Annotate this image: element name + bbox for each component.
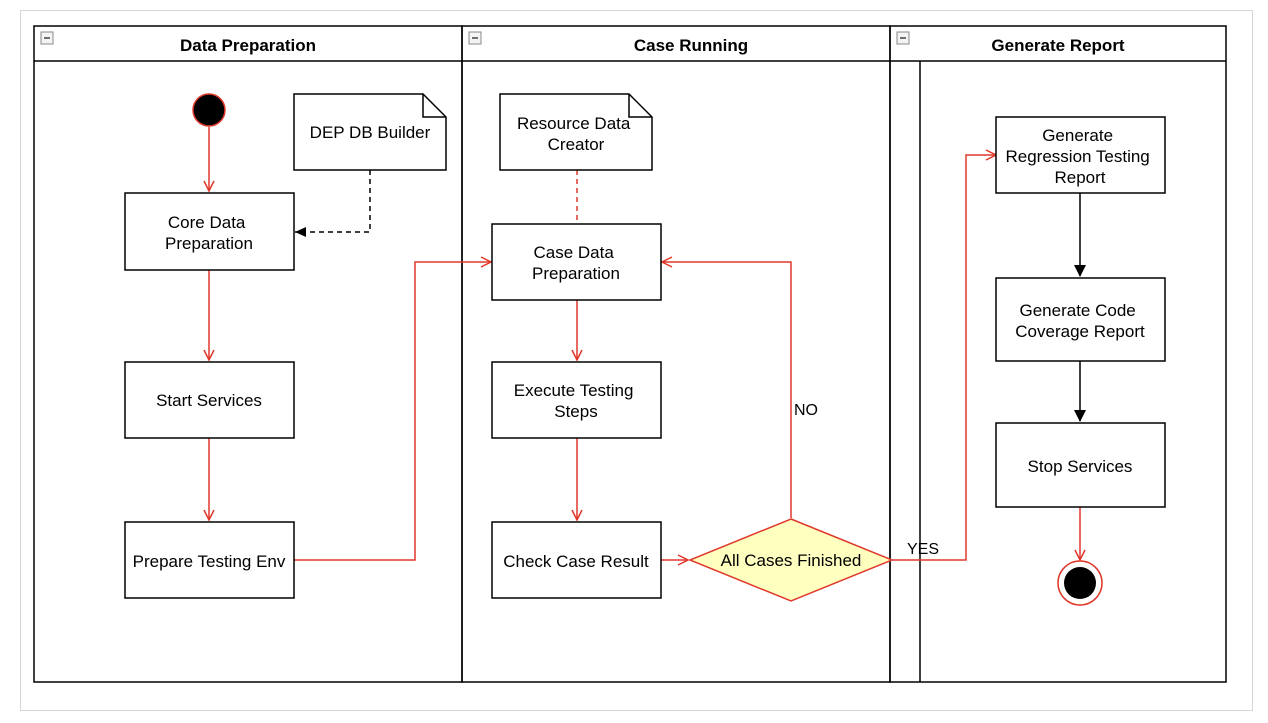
node-generate-regression-report[interactable]: Generate Regression Testing Report xyxy=(995,116,1166,194)
node-check-case-result[interactable]: Check Case Result xyxy=(491,521,662,599)
node-label: Check Case Result xyxy=(503,552,649,571)
edge-decision-no-to-case-data[interactable] xyxy=(662,262,792,518)
svg-text:Resource Data Creator: Resource Data Creator xyxy=(517,114,635,154)
svg-text:Check Case Result: Check Case Result xyxy=(503,552,649,571)
edge-label-yes: YES xyxy=(907,541,939,558)
node-label: DEP DB Builder xyxy=(310,123,431,142)
node-label: Generate Code xyxy=(1020,301,1136,320)
node-label: Regression Testing xyxy=(1005,147,1149,166)
svg-text:Generate Regression Test: Generate Regression Testing Report xyxy=(1005,126,1154,187)
svg-text:Stop Services: Stop Services xyxy=(1028,457,1133,476)
node-label: Resource Data xyxy=(517,114,631,133)
node-label: Execute Testing xyxy=(514,381,634,400)
collapse-icon[interactable] xyxy=(468,31,482,45)
node-label: Report xyxy=(1054,168,1105,187)
decision-all-cases-finished[interactable]: All Cases Finished xyxy=(688,518,894,602)
start-node[interactable] xyxy=(192,93,226,127)
svg-text:Execute Testing Steps: Execute Testing Steps xyxy=(514,381,638,421)
node-label: All Cases Finished xyxy=(721,551,862,570)
node-label: Coverage Report xyxy=(1015,322,1145,341)
edge-prepare-env-to-case-data[interactable] xyxy=(294,262,491,561)
node-core-data-preparation[interactable]: Core Data Preparation xyxy=(124,192,295,271)
svg-text:Core Data Preparation: Core Data Preparation xyxy=(165,213,253,253)
node-start-services[interactable]: Start Services xyxy=(124,361,295,439)
svg-text:Start Services: Start Services xyxy=(156,391,262,410)
note-resource-data-creator[interactable]: Resource Data Creator xyxy=(499,93,653,171)
collapse-icon[interactable] xyxy=(896,31,910,45)
node-label: Core Data xyxy=(168,213,246,232)
node-label: Generate xyxy=(1042,126,1113,145)
node-label: Case Data xyxy=(533,243,614,262)
node-label: Stop Services xyxy=(1028,457,1133,476)
node-label: Steps xyxy=(554,402,597,421)
svg-text:All Cases Finished: All Cases Finished xyxy=(721,551,862,570)
edge-label-no: NO xyxy=(794,402,818,419)
svg-text:Generate Code Coverage R: Generate Code Coverage Report xyxy=(1015,301,1145,341)
edge-decision-yes-to-regression-report[interactable] xyxy=(892,155,996,561)
collapse-icon[interactable] xyxy=(40,31,54,45)
svg-text:Prepare Testing Env: Prepare Testing Env xyxy=(133,552,286,571)
node-execute-testing-steps[interactable]: Execute Testing Steps xyxy=(491,361,662,439)
svg-text:DEP DB Builder: DEP DB Builder xyxy=(310,123,431,142)
node-label: Start Services xyxy=(156,391,262,410)
node-label: Preparation xyxy=(532,264,620,283)
lane-title: Case Running xyxy=(634,36,748,55)
node-case-data-preparation[interactable]: Case Data Preparation xyxy=(491,223,662,301)
lane-title: Generate Report xyxy=(991,36,1125,55)
lane-generate-report: Generate Report xyxy=(889,25,1227,683)
note-dep-db-builder[interactable]: DEP DB Builder xyxy=(293,93,447,171)
node-label: Prepare Testing Env xyxy=(133,552,286,571)
svg-text:Case Data Preparation: Case Data Preparation xyxy=(532,243,620,283)
node-label: Creator xyxy=(548,135,605,154)
node-stop-services[interactable]: Stop Services xyxy=(995,422,1166,508)
edges xyxy=(209,127,1086,561)
node-label: Preparation xyxy=(165,234,253,253)
end-node[interactable] xyxy=(1057,560,1103,606)
edge-dep-db-builder-to-core-data[interactable] xyxy=(295,170,371,237)
node-prepare-testing-env[interactable]: Prepare Testing Env xyxy=(124,521,295,599)
node-generate-coverage-report[interactable]: Generate Code Coverage Report xyxy=(995,277,1166,362)
lane-title: Data Preparation xyxy=(180,36,316,55)
